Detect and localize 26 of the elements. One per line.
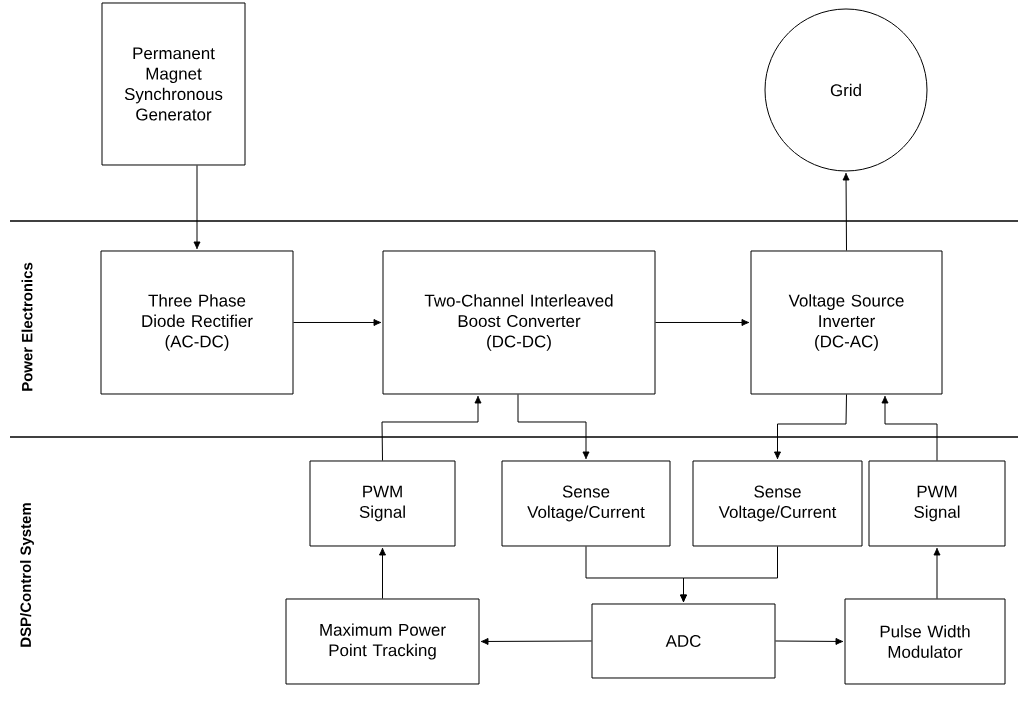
arrow xyxy=(842,172,850,251)
arrow xyxy=(933,547,941,599)
process-box: PWM Signal xyxy=(309,460,456,547)
process-box: ADC xyxy=(591,603,776,679)
process-box: Three Phase Diode Rectifier (AC-DC) xyxy=(100,250,294,395)
process-box: Two-Channel Interleaved Boost Converter (DC-DC) xyxy=(382,250,656,395)
arrow xyxy=(881,395,938,461)
process-box: Maximum Power Point Tracking xyxy=(285,598,480,685)
section-label: DSP/Control System xyxy=(20,503,34,647)
arrow xyxy=(775,637,844,645)
process-box: Sense Voltage/Current xyxy=(692,460,863,547)
arrow xyxy=(193,165,201,250)
arrow xyxy=(655,318,750,327)
process-box: PWM Signal xyxy=(868,460,1006,547)
arrow xyxy=(679,546,778,603)
process-box: Permanent Magnet Synchronous Generator xyxy=(101,2,246,166)
process-box: Sense Voltage/Current xyxy=(501,460,671,547)
arrow xyxy=(293,318,382,327)
arrow xyxy=(517,394,590,460)
arrow xyxy=(378,547,387,599)
process-box: Voltage Source Inverter (DC-AC) xyxy=(750,250,943,395)
arrow xyxy=(381,395,482,461)
section-label: Power Electronics xyxy=(21,262,33,391)
process-box: Pulse Width Modulator xyxy=(844,598,1006,685)
arrow xyxy=(773,394,847,460)
arrow xyxy=(480,637,592,645)
